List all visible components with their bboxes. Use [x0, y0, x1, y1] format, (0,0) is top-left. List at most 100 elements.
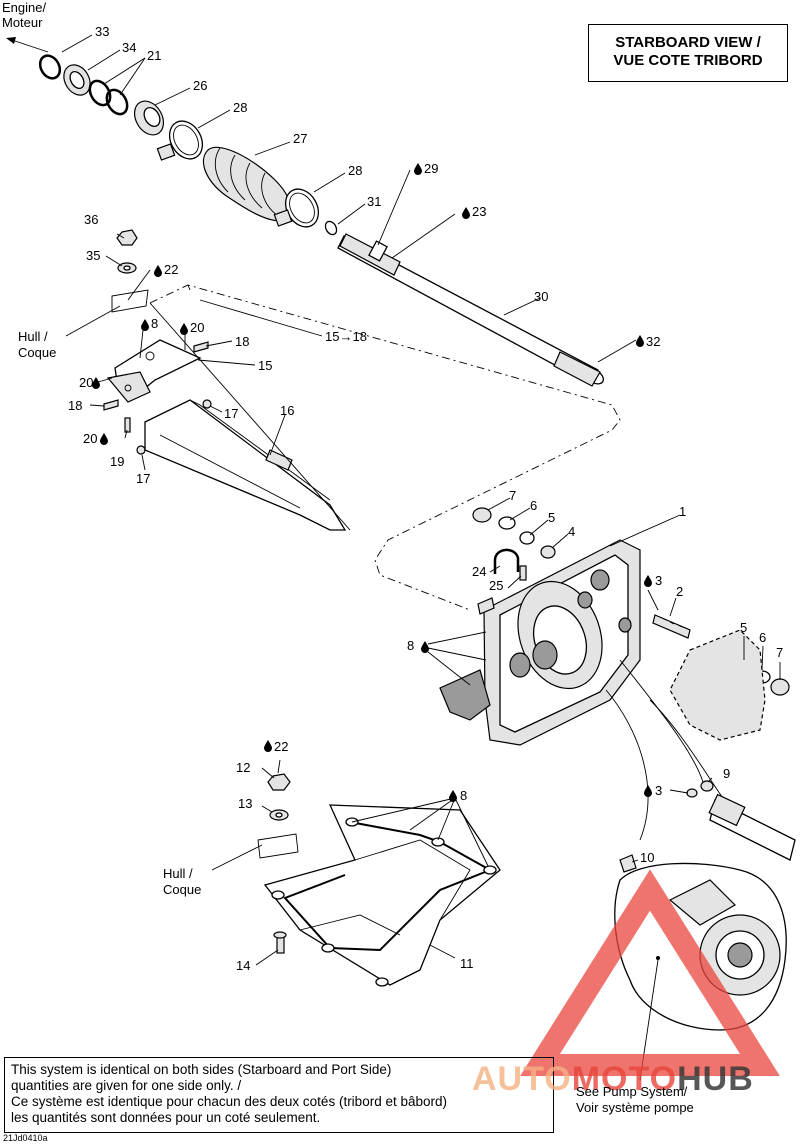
rear-mount-bracket — [669, 629, 766, 741]
callout-2: 2 — [676, 584, 683, 599]
part-26-boot-ring — [133, 100, 165, 136]
part-28-clamp-upper — [156, 120, 204, 161]
note-line3: Ce système est identique pour chacun des… — [11, 1094, 447, 1109]
hull-plate-lower — [257, 833, 299, 859]
part-36-nut — [116, 229, 138, 246]
hull-label-line1: Hull / — [163, 866, 193, 881]
part-31-ring — [324, 220, 338, 236]
hull-label-upper: Hull / Coque — [18, 329, 56, 360]
engine-label: Engine/ Moteur — [2, 0, 46, 30]
part-15-bracket — [106, 339, 202, 403]
drop-icon — [421, 641, 429, 653]
drop-icon — [644, 575, 652, 587]
note-line4: les quantités sont données pour un coté … — [11, 1110, 321, 1125]
part-18-screw-lower — [103, 399, 119, 411]
part-14-screw — [273, 931, 287, 954]
callout-24: 24 — [472, 564, 486, 579]
callout-27: 27 — [293, 131, 307, 146]
callout-7-lower: 7 — [776, 645, 783, 660]
callout-15: 15 — [258, 358, 272, 373]
drop-icon — [414, 163, 422, 175]
callout-3-lower: 3 — [655, 783, 662, 798]
part-6-washer-upper — [498, 516, 516, 530]
drop-icon — [264, 740, 272, 752]
callout-1: 1 — [679, 504, 686, 519]
callout-36: 36 — [84, 212, 98, 227]
callout-29: 29 — [424, 161, 438, 176]
pump-note-line1: See Pump System/ — [576, 1084, 688, 1099]
callout-6-upper: 6 — [530, 498, 537, 513]
view-title-line2: VUE COTE TRIBORD — [613, 52, 763, 69]
callout-4: 4 — [568, 524, 575, 539]
part-25-stud — [519, 565, 527, 581]
callout-19: 19 — [110, 454, 124, 469]
part-17-fastener-upper — [202, 399, 212, 409]
part-34-bearing — [63, 64, 91, 96]
part-30-drive-shaft — [337, 233, 605, 387]
callout-22-lower: 22 — [274, 739, 288, 754]
hull-label-line2: Coque — [163, 882, 201, 897]
hull-plate-upper — [111, 289, 149, 313]
watermark-text: AUTOMOTOHUB — [472, 1060, 754, 1099]
callout-26: 26 — [193, 78, 207, 93]
part-1-housing — [439, 539, 641, 746]
leader-lines — [61, 34, 781, 1081]
callout-17-lower: 17 — [136, 471, 150, 486]
drop-icon — [644, 785, 652, 797]
watermark-auto: AUTO — [472, 1060, 572, 1098]
hull-label-line1: Hull / — [18, 329, 48, 344]
callout-10: 10 — [640, 850, 654, 865]
callout-8-plate: 8 — [460, 788, 467, 803]
callout-21: 21 — [147, 48, 161, 63]
watermark-logo — [520, 869, 780, 1076]
callout-8-housing: 8 — [407, 638, 414, 653]
part-13-washer — [269, 809, 289, 821]
callout-20-lower: 20 — [83, 431, 97, 446]
callout-23: 23 — [472, 204, 486, 219]
drop-icon — [636, 335, 644, 347]
drop-icon — [141, 319, 149, 331]
part-2-stud — [652, 614, 691, 639]
watermark-moto: MOTO — [571, 1060, 678, 1098]
callout-35: 35 — [86, 248, 100, 263]
view-title-box: STARBOARD VIEW / VUE COTE TRIBORD — [588, 24, 788, 82]
callout-20-mid: 20 — [79, 375, 93, 390]
hull-label-lower: Hull / Coque — [163, 866, 201, 897]
callout-labels: 33 34 21 26 28 27 28 29 31 23 36 35 22 3… — [68, 24, 783, 973]
callout-25: 25 — [489, 578, 503, 593]
part-10-clip — [619, 854, 637, 873]
pump-note-line2: Voir système pompe — [576, 1100, 694, 1115]
callout-3-upper: 3 — [655, 573, 662, 588]
callout-14: 14 — [236, 958, 250, 973]
part-33-o-ring — [38, 54, 62, 80]
part-9-washer — [700, 780, 714, 792]
note-line1: This system is identical on both sides (… — [11, 1062, 392, 1077]
drawing-code: 21Jd0410a — [3, 1133, 48, 1143]
part-18-screw-upper — [193, 341, 209, 353]
drop-icon — [100, 433, 108, 445]
callout-18-lower: 18 — [68, 398, 82, 413]
part-19-screw — [124, 417, 131, 433]
part-11-intake-plate — [263, 804, 501, 987]
callout-18-upper: 18 — [235, 334, 249, 349]
note-line2: quantities are given for one side only. … — [11, 1078, 242, 1093]
hull-label-line2: Coque — [18, 345, 56, 360]
part-7-nut-lower — [770, 678, 790, 696]
callout-32: 32 — [646, 334, 660, 349]
part-7-nut-upper — [472, 507, 492, 523]
part-27-bellows — [203, 146, 291, 222]
part-3-washer-lower — [686, 788, 698, 798]
bracket-dashed-outline — [149, 284, 621, 611]
view-title-line1: STARBOARD VIEW / — [615, 34, 761, 51]
callout-30: 30 — [534, 289, 548, 304]
drop-icon — [462, 207, 470, 219]
callout-13: 13 — [238, 796, 252, 811]
engine-label-line1: Engine/ — [2, 0, 46, 15]
callout-7-upper: 7 — [509, 488, 516, 503]
part-35-washer — [117, 262, 137, 274]
part-12-nut — [267, 773, 291, 791]
drop-icon — [449, 790, 457, 802]
part-21-seals — [88, 79, 129, 116]
drop-icon — [180, 323, 188, 335]
